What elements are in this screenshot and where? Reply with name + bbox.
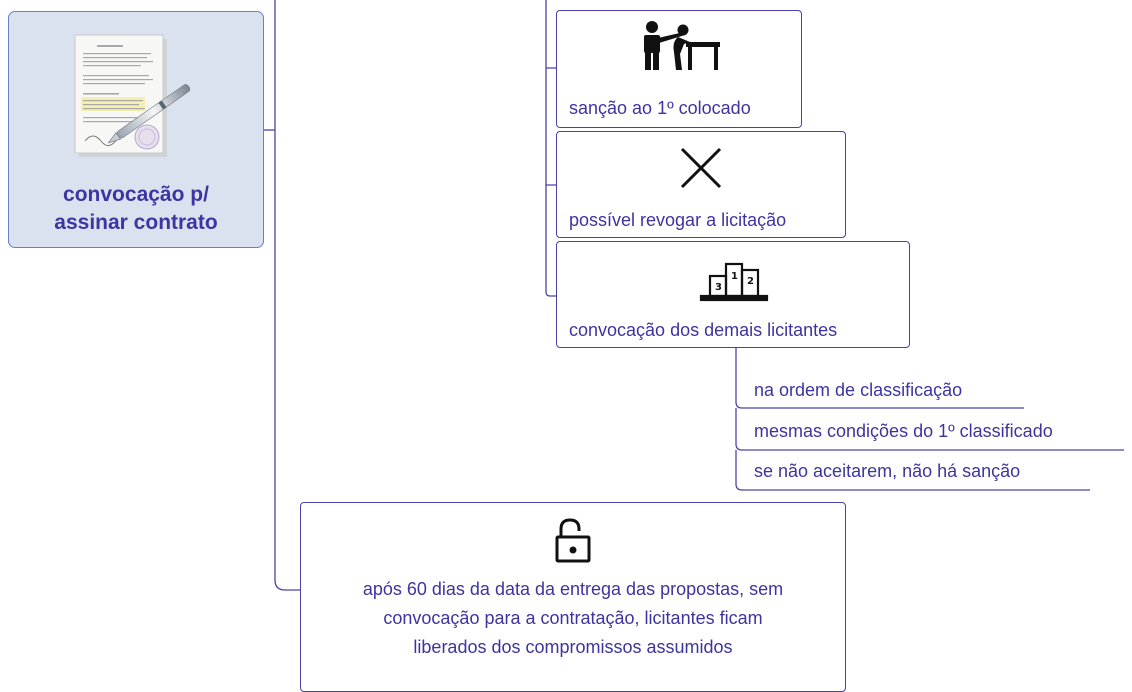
subtopic-sem-sancao[interactable]: se não aceitarem, não há sanção [754,461,1021,481]
svg-text:3: 3 [715,282,722,293]
unlocked-padlock-icon [555,518,591,563]
svg-text:1: 1 [731,271,738,282]
topic-label: sanção ao 1º colocado [569,98,751,118]
topic-sancao[interactable]: sanção ao 1º colocado [556,10,802,128]
root-title: convocação p/ assinar contrato [54,183,218,234]
svg-text:2: 2 [747,276,754,287]
root-topic-convocacao[interactable]: convocação p/ assinar contrato [8,11,264,248]
topic-apos-60-dias[interactable]: após 60 dias da data da entrega das prop… [300,502,846,692]
subtopic-mesmas-condicoes[interactable]: mesmas condições do 1º classificado [754,421,1053,441]
topic-revogar[interactable]: possível revogar a licitação [556,131,846,238]
bottom-topic-text: após 60 dias da data da entrega das prop… [362,579,784,657]
topic-label: convocação dos demais licitantes [569,320,838,340]
close-x-icon [680,147,722,189]
subtopic-ordem-classificacao[interactable]: na ordem de classificação [754,380,963,400]
topic-label: possível revogar a licitação [569,210,787,230]
teacher-student-icon [644,21,720,70]
contract-document-image [74,34,191,157]
